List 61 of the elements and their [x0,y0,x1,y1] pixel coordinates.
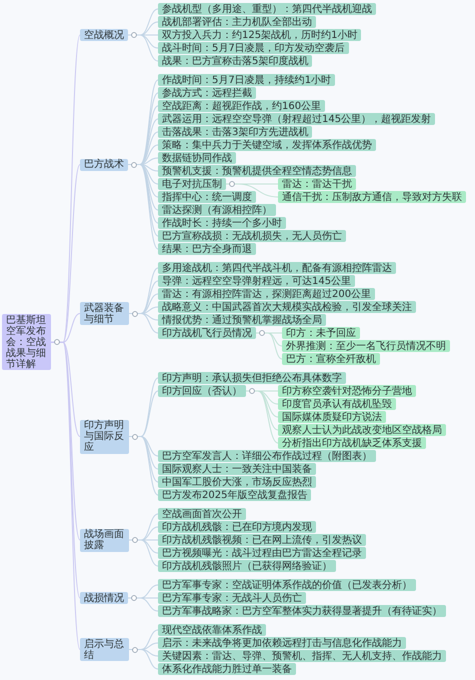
subtopic: 巴方视频曝光：战斗过程由巴方雷达全程记录 [158,547,366,559]
subtopic: 印方战机残骸照片（已获得网络验证） [158,560,336,572]
subtopic: 关键因素：雷达、导弹、预警机、指挥、无人机支持、作战能力 [158,650,446,662]
subtopic: 结果：巴方全身而退 [158,243,256,255]
detail-topic: 分析指出印方战机缺乏体系支援 [278,437,426,449]
subtopic: 战果：巴方宣称击落5架印度战机 [158,55,312,67]
detail-topic: 国际媒体质疑印方说法 [278,411,386,423]
subtopic: 体系化作战能力胜过单一装备 [158,663,296,675]
subtopic: 战斗时间：5月7日凌晨，印方发动空袭后 [158,42,349,54]
subtopic: 参战机型（多用途、重型）：第四代半战机迎战 [158,3,376,15]
detail-topic: 外界推测：至少一名飞行员情况不明 [282,340,450,352]
subtopic: 武器运用：远程空空导弹（射程超过145公里），超视距发射 [158,113,436,125]
branch-topic: 印方声明与国际反应 [80,420,129,454]
subtopic: 巴方军事战略家：巴方空军整体实力获得显著提升（有待证实） [158,605,446,617]
subtopic: 多用途战机：第四代半战斗机，配备有源相控阵雷达 [158,262,396,274]
subtopic: 印方回应（否认） [158,385,246,397]
branch-topic: 空战概况 [80,29,128,41]
subtopic: 空战画面首次公开 [158,508,246,520]
detail-topic: 观察人士认为此战改变地区空战格局 [278,424,446,436]
branch-topic: 战场画面披露 [80,528,129,552]
subtopic: 预警机支援：预警机提供全程空情态势信息 [158,165,356,177]
subtopic: 空战距离：超视距作战，约160公里 [158,100,326,112]
subtopic: 雷达：有源相控阵雷达，探测距离超过200公里 [158,288,376,300]
subtopic: 中国军工股价大涨，市场反应热烈 [158,476,316,488]
subtopic: 作战时间：5月7日凌晨，持续约1小时 [158,74,336,86]
subtopic: 巴方宣称战损：无战机损失，无人员伤亡 [158,230,346,242]
subtopic: 战略意义：中国武器首次大规模实战检验，引发全球关注 [158,301,416,313]
detail-topic: 通信干扰：压制敌方通信，导致对方失联 [278,191,466,203]
subtopic: 现代空战依靠体系作战 [158,624,266,636]
central-topic: 巴基斯坦空军发布会：空战战果与细节详解 [2,314,51,370]
detail-topic: 雷达：雷达干扰 [278,178,356,190]
branch-topic: 巴方战术 [80,158,128,170]
branch-topic: 战损情况 [80,592,128,604]
subtopic: 巴方军事专家：无战斗人员伤亡 [158,592,306,604]
subtopic: 策略：集中兵力于关键空域，发挥体系作战优势 [158,139,376,151]
subtopic: 国际观察人士：一致关注中国装备 [158,463,316,475]
subtopic: 启示：未来战争将更加依赖远程打击与信息化作战能力 [158,637,406,649]
subtopic: 战机部署评估：主力机队全部出动 [158,16,316,28]
subtopic: 数据链协同作战 [158,152,236,164]
subtopic: 巴方军事专家：空战证明体系作战的价值（已发表分析） [158,579,416,591]
detail-topic: 印方称空袭针对恐怖分子营地 [278,385,416,397]
detail-topic: 印度官员承认有战机坠毁 [278,398,396,410]
subtopic: 印方战机残骸视频：已在网上流传，引发热议 [158,534,366,546]
subtopic: 导弹：远程空空导弹射程远，可达145公里 [158,275,356,287]
subtopic: 雷达探测（有源相控阵） [158,204,276,216]
subtopic: 参战方式：远程拦截 [158,87,256,99]
branch-topic: 启示与总结 [80,638,129,661]
detail-topic: 巴方：宣称全歼敌机 [282,353,380,365]
subtopic: 指挥中心：统一调度 [158,191,256,203]
subtopic: 巴方发布2025年版空战复盘报告 [158,489,312,501]
subtopic: 情报优势：通过预警机掌握战场全局 [158,314,326,326]
subtopic: 印方战机残骸：已在印方境内发现 [158,521,316,533]
branch-topic: 武器装备与细节 [80,302,129,325]
subtopic: 双方投入兵力：约125架战机，历时约1小时 [158,29,362,41]
subtopic: 作战时长：持续一个多小时 [158,217,286,229]
subtopic: 击落战果：击落3架印方先进战机 [158,126,312,138]
detail-topic: 印方：未予回应 [282,327,360,339]
subtopic: 印方战机飞行员情况 [158,327,256,339]
subtopic: 巴方空军发言人：详细公布作战过程（附图表） [158,450,376,462]
subtopic: 印方声明：承认损失但拒绝公布具体数字 [158,372,346,384]
subtopic: 电子对抗压制 [158,178,226,190]
